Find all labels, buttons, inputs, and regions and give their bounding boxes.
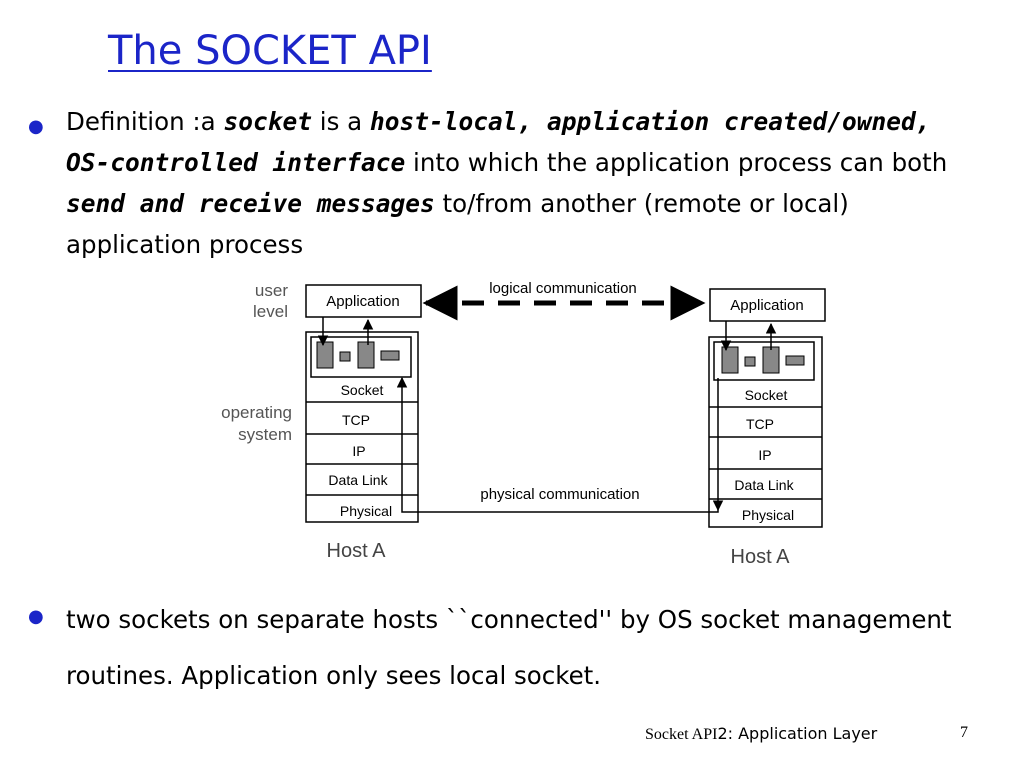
- layer-tcp-right: TCP: [746, 416, 774, 432]
- operating-system-label-1: operating: [221, 403, 292, 422]
- buffer-bar-left-2: [339, 351, 351, 362]
- buffer-bar-right-3: [762, 346, 780, 374]
- to-from-text: to/from another (remote or local) applic…: [66, 189, 849, 259]
- footer-suffix: 2: Application Layer: [717, 724, 878, 743]
- application-label-right: Application: [730, 297, 803, 314]
- into-which-text: into which the application process can b…: [405, 148, 948, 177]
- footer-prefix: Socket API: [645, 726, 718, 743]
- buffer-bar-right-4: [785, 355, 805, 366]
- is-a-text: is a: [312, 107, 370, 136]
- definition-prefix: Definition :a: [66, 107, 224, 136]
- layer-ip-right: IP: [758, 447, 771, 463]
- layer-tcp-left: TCP: [342, 412, 370, 428]
- host-label-left: Host A: [327, 540, 387, 562]
- slide-title: The SOCKET API: [108, 28, 432, 74]
- logical-communication-label: logical communication: [489, 280, 637, 297]
- physical-communication-label: physical communication: [480, 486, 639, 503]
- physical-communication-line: physical communication: [401, 486, 719, 513]
- definition-paragraph: Definition :a socket is a host-local, ap…: [66, 101, 986, 265]
- footer-label: Socket API2: Application Layer: [645, 724, 877, 744]
- buffer-bar-right-2: [744, 356, 756, 367]
- page-number: 7: [960, 724, 968, 741]
- application-box-left: [305, 284, 422, 318]
- sockets-paragraph: two sockets on separate hosts ``connecte…: [66, 605, 952, 690]
- layer-datalink-right: Data Link: [734, 477, 794, 493]
- layer-physical-left: Physical: [340, 503, 392, 519]
- layer-ip-left: IP: [352, 443, 365, 459]
- user-level-label-1: user: [255, 281, 288, 300]
- layer-physical-right: Physical: [742, 507, 794, 523]
- host-label-right: Host A: [731, 546, 791, 568]
- user-level-label-2: level: [253, 302, 288, 321]
- application-label-left: Application: [326, 293, 399, 310]
- bullet-dot-1: ●: [28, 116, 44, 137]
- layer-socket-left: Socket: [341, 382, 384, 398]
- socket-diagram: user level operating system Application …: [221, 280, 826, 568]
- layer-datalink-left: Data Link: [328, 472, 388, 488]
- buffer-bar-right-1: [721, 346, 739, 374]
- application-box-right: [709, 288, 826, 322]
- buffer-bar-left-3: [357, 341, 375, 369]
- send-receive-emphasis: send and receive messages: [66, 189, 435, 218]
- host-left: Application Socket TCP IP Data Link Phys…: [305, 284, 422, 562]
- bullet-dot-2: ●: [28, 606, 44, 627]
- logical-communication-arrow: logical communication: [422, 280, 706, 321]
- definition-emphasis: host-local, application created/owned, O…: [66, 107, 931, 177]
- buffer-bar-left-4: [380, 350, 400, 361]
- host-right: Application Socket TCP IP Data Link Phys…: [708, 288, 826, 568]
- layer-socket-right: Socket: [745, 387, 788, 403]
- buffer-bar-left-1: [316, 341, 334, 369]
- socket-term: socket: [223, 107, 312, 136]
- operating-system-label-2: system: [238, 425, 292, 444]
